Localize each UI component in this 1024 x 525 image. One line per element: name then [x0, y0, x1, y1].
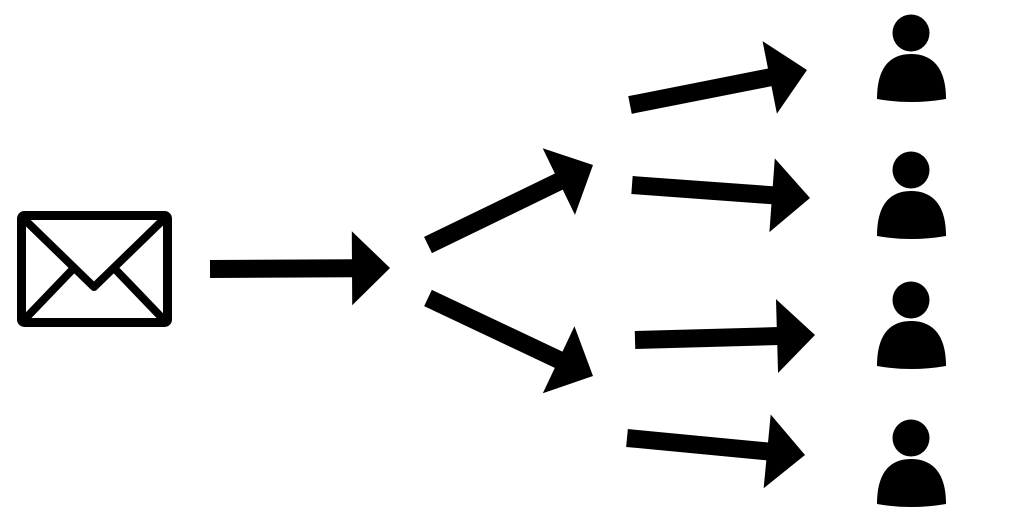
arrow-head — [775, 299, 815, 374]
arrows — [209, 41, 815, 489]
person-icon — [877, 14, 946, 102]
person-icon — [877, 151, 946, 239]
person-head — [892, 281, 930, 319]
person-head — [892, 419, 930, 457]
arrow-shaft — [209, 259, 355, 278]
person-head — [892, 14, 930, 52]
person-body — [877, 54, 946, 102]
person-head — [892, 151, 930, 189]
arrow-head — [762, 41, 807, 114]
arrow-head — [769, 158, 810, 233]
arrow-7 — [626, 414, 805, 489]
arrow-shaft — [634, 327, 780, 349]
arrow-3 — [424, 289, 593, 394]
arrow-head — [763, 414, 805, 489]
arrow-shaft — [631, 176, 775, 205]
arrow-2 — [424, 148, 593, 254]
recipients — [877, 14, 946, 507]
arrow-shaft — [424, 289, 565, 369]
arrow-4 — [628, 41, 807, 114]
person-body — [877, 459, 946, 507]
arrow-shaft — [626, 429, 771, 461]
arrow-1 — [209, 231, 390, 306]
arrow-shaft — [628, 68, 774, 114]
arrow-head — [542, 148, 593, 215]
arrow-head — [542, 326, 593, 394]
arrow-shaft — [424, 172, 565, 254]
arrow-6 — [634, 299, 815, 374]
person-body — [877, 321, 946, 369]
envelope-icon — [17, 211, 172, 327]
person-body — [877, 191, 946, 239]
arrow-head — [351, 231, 390, 306]
arrow-5 — [631, 158, 810, 233]
person-icon — [877, 281, 946, 369]
person-icon — [877, 419, 946, 507]
